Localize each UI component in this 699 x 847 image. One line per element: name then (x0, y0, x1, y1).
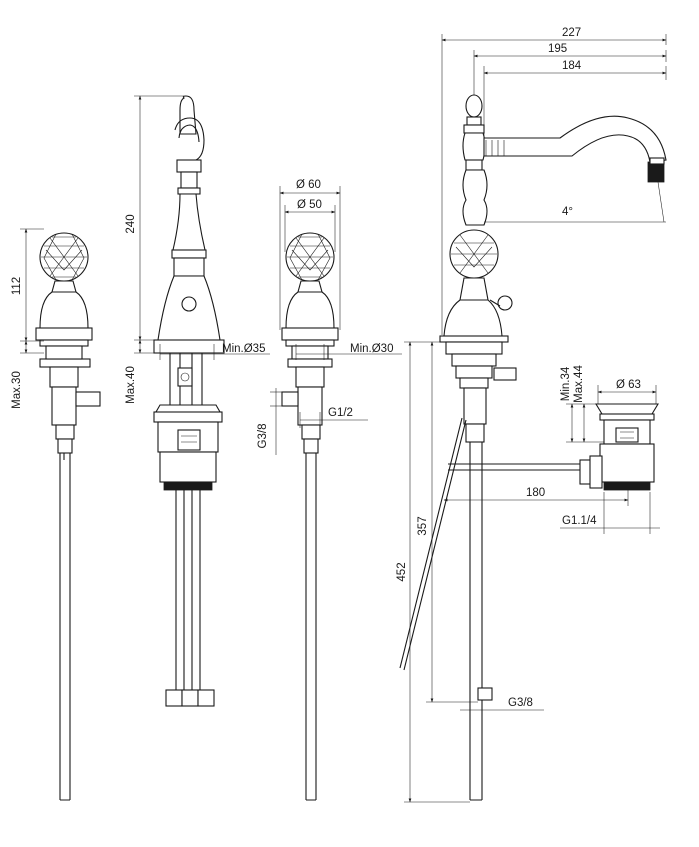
label-g12: G1/2 (328, 407, 353, 419)
dim-357 (426, 341, 478, 703)
dim-dia50 (284, 205, 336, 252)
label-dia63: Ø 63 (616, 379, 641, 391)
dim-112 (20, 228, 44, 342)
label-min35: Min.Ø35 (222, 343, 265, 355)
dim-max40 (134, 339, 154, 354)
dim-max30 (20, 340, 44, 354)
dim-g12 (299, 412, 368, 428)
label-g114: G1.1/4 (562, 515, 597, 527)
label-max40: Max.40 (125, 366, 137, 404)
label-357: 357 (417, 516, 429, 535)
dim-240 (134, 95, 184, 341)
label-195: 195 (548, 43, 567, 55)
handle-view-left (35, 232, 101, 801)
dim-min30 (295, 344, 402, 360)
waste-view (579, 403, 659, 491)
dim-min35 (159, 344, 270, 360)
label-dia60: Ø 60 (296, 179, 321, 191)
dim-dia63 (597, 385, 657, 404)
handle-view-middle (281, 232, 339, 801)
label-227: 227 (562, 27, 581, 39)
label-angle: 4° (562, 206, 573, 218)
label-184: 184 (562, 60, 582, 72)
label-max44: Max.44 (573, 365, 585, 403)
dim-g38-right (460, 702, 544, 716)
spout-side-view (399, 94, 667, 801)
dim-angle (484, 181, 666, 223)
label-dia50: Ø 50 (297, 199, 322, 211)
label-112: 112 (11, 277, 23, 295)
label-max30: Max.30 (11, 371, 23, 409)
dim-195 (473, 50, 667, 95)
dim-min34-max44 (566, 403, 604, 443)
dim-452 (404, 341, 470, 803)
label-min30: Min.Ø30 (350, 343, 393, 355)
label-452: 452 (396, 562, 408, 581)
dim-dia60 (279, 186, 341, 330)
dim-g114 (560, 492, 660, 534)
dim-180 (443, 490, 629, 506)
label-min34: Min.34 (560, 366, 572, 401)
label-240: 240 (125, 214, 137, 233)
label-g38-right: G3/8 (508, 697, 533, 709)
label-180: 180 (526, 487, 545, 499)
dim-g38-left (270, 388, 282, 455)
dim-227 (441, 34, 667, 335)
spout-front-view (153, 95, 225, 707)
label-g38-left: G3/8 (257, 424, 269, 449)
dim-184 (483, 66, 667, 138)
